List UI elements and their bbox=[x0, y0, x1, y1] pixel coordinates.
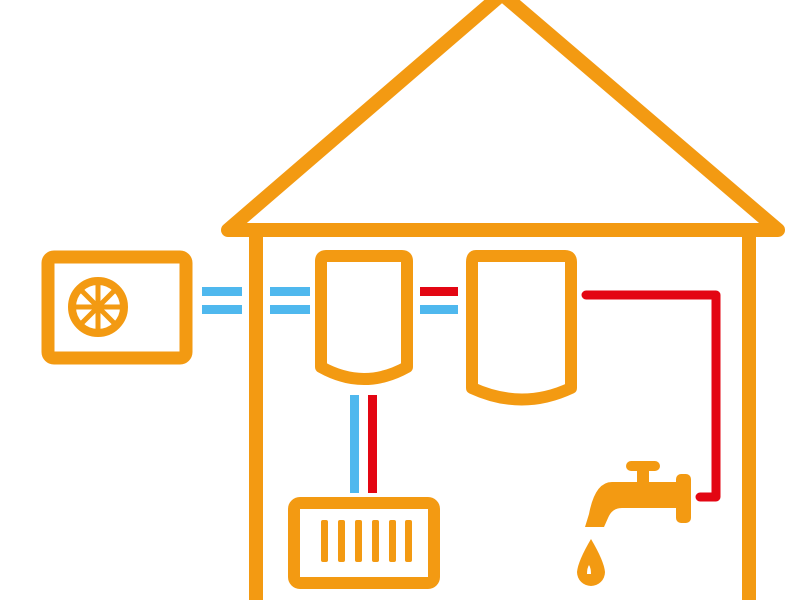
hot-pipe-tank-to-cylinder bbox=[420, 287, 458, 296]
water-drop-highlight bbox=[587, 565, 591, 574]
hot-pipe-cylinder-to-tap bbox=[581, 290, 721, 502]
tank-icon bbox=[315, 250, 413, 385]
water-drop-icon bbox=[577, 539, 605, 586]
hot-pipe-tank-to-radiator bbox=[368, 395, 377, 493]
radiator-frame bbox=[288, 497, 440, 589]
house-outline bbox=[221, 0, 785, 600]
cold-pipe-tank-to-cylinder bbox=[420, 305, 458, 314]
heat-pump-casing bbox=[41, 250, 193, 365]
tap-icon bbox=[585, 461, 691, 527]
cold-pipe-indoor bbox=[270, 287, 310, 314]
fan-icon bbox=[68, 277, 128, 337]
radiator-icon bbox=[288, 497, 440, 589]
heat-pump-outdoor-unit bbox=[41, 250, 193, 365]
house-roof bbox=[221, 0, 785, 237]
cold-pipe-outdoor bbox=[202, 287, 242, 314]
cold-pipe-tank-to-radiator bbox=[350, 395, 359, 493]
cylinder-icon bbox=[466, 250, 577, 406]
